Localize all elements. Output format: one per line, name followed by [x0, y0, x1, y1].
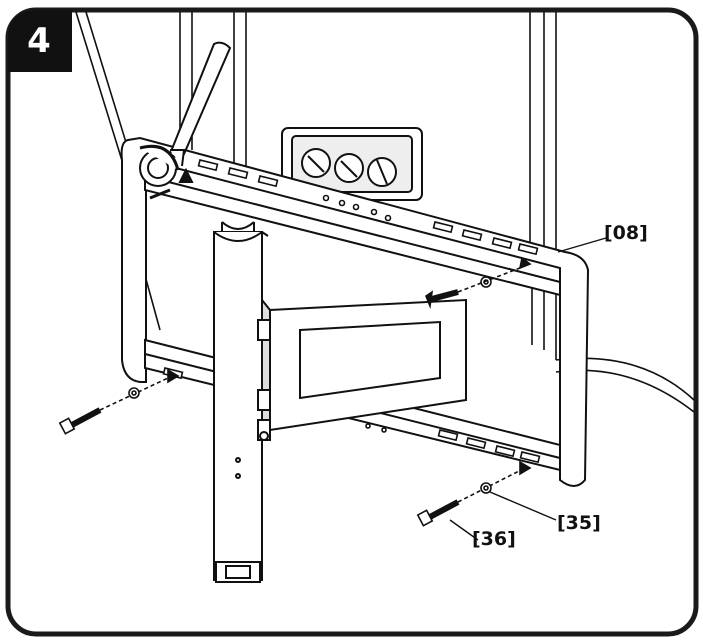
step-number: 4	[27, 21, 51, 61]
step-number-box	[8, 10, 72, 72]
lower-left-screw	[58, 368, 180, 435]
wrench-tool	[139, 41, 232, 200]
callout-bracket: [08]	[604, 222, 648, 244]
fasteners	[58, 256, 532, 527]
upper-screw	[425, 256, 532, 310]
bubble-level	[281, 127, 423, 201]
lower-right-screw	[416, 460, 532, 527]
callout-leaders	[449, 237, 607, 541]
wall-plate-slots	[162, 159, 541, 464]
callout-screw: [36]	[472, 528, 516, 550]
callout-washer: [35]	[557, 512, 601, 534]
arm-upright	[213, 221, 269, 583]
swing-arm	[257, 297, 467, 443]
